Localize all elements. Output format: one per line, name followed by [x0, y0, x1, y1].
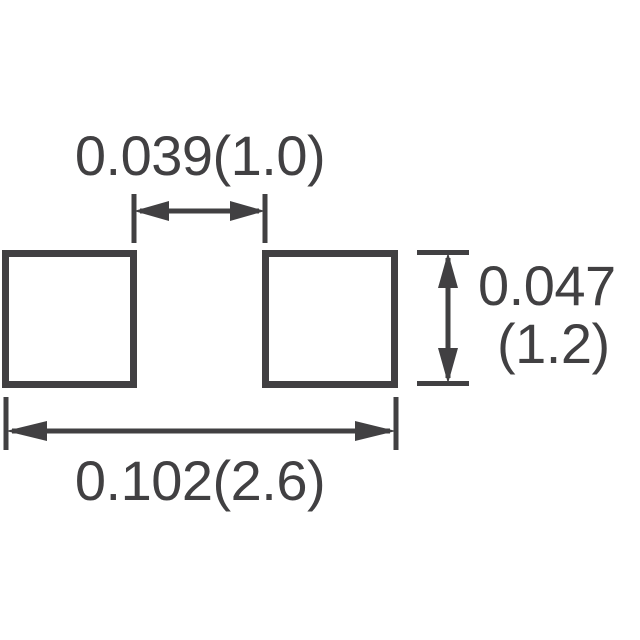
right-pad: [262, 250, 398, 388]
pad-group: [2, 250, 398, 388]
height-arrowhead-bottom: [438, 348, 458, 384]
gap-arrowhead-right: [230, 201, 265, 221]
left-pad: [2, 250, 137, 388]
overall-arrowhead-left: [6, 421, 47, 441]
overall-arrowhead-right: [355, 421, 396, 441]
gap-dimension-group: [131, 194, 268, 243]
height-dimension-group: [417, 250, 469, 386]
gap-dimension-label: 0.039(1.0): [75, 124, 325, 187]
overall-length-dimension-label: 0.102(2.6): [75, 449, 325, 512]
overall-length-dimension-group: [3, 397, 399, 450]
height-dimension-label-line1: 0.047: [478, 254, 616, 317]
height-arrowhead-top: [438, 252, 458, 288]
gap-arrowhead-left: [134, 201, 169, 221]
height-dimension-label-line2: (1.2): [497, 312, 610, 375]
